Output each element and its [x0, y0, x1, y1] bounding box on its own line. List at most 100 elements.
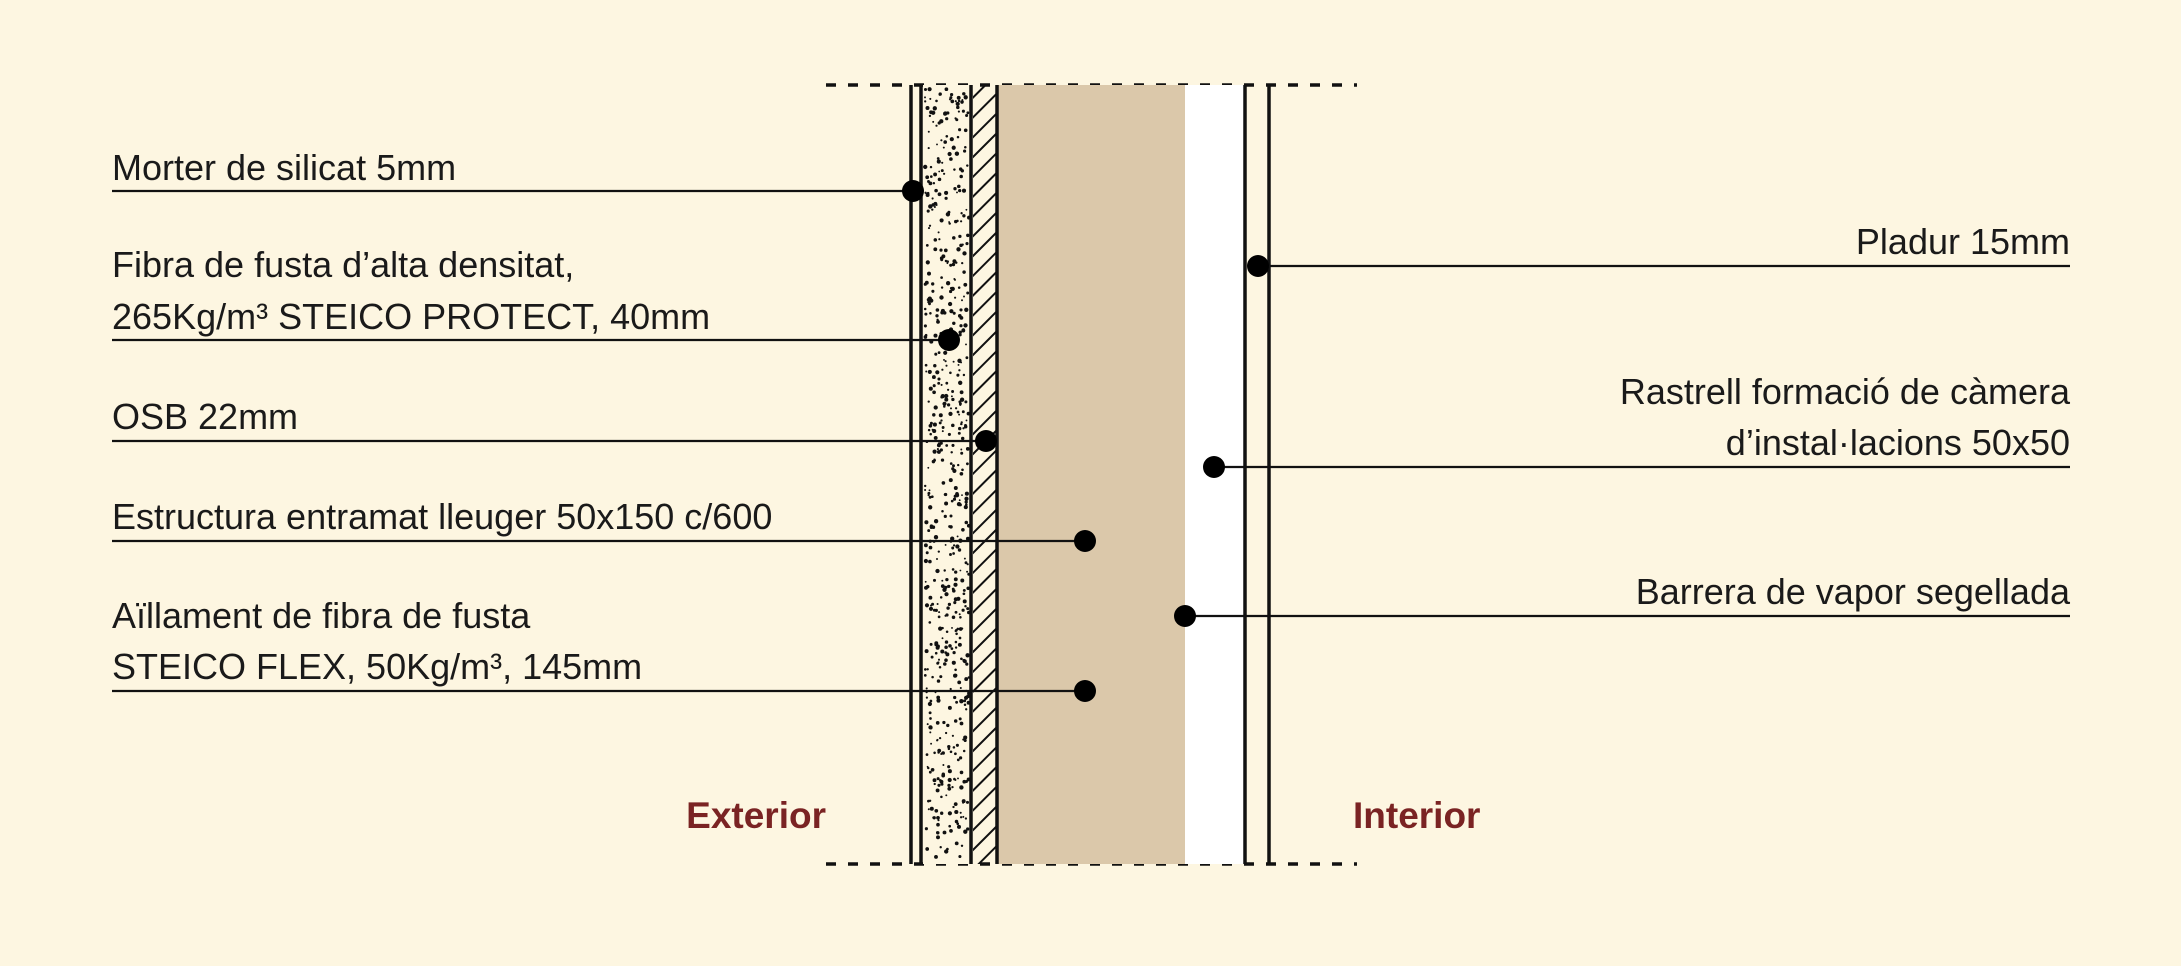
- stipple-dot: [951, 568, 955, 571]
- stipple-dot: [929, 699, 933, 703]
- stipple-dot: [966, 607, 970, 611]
- stipple-dot: [965, 113, 969, 118]
- stipple-dot: [949, 829, 953, 833]
- stipple-dot: [964, 424, 968, 428]
- stipple-dot: [959, 471, 964, 476]
- stipple-dot: [964, 500, 968, 504]
- stipple-dot: [943, 569, 946, 572]
- stipple-dot: [941, 430, 944, 433]
- stipple-dot: [937, 377, 941, 381]
- stipple-dot: [932, 422, 937, 427]
- stipple-dot: [936, 835, 940, 840]
- stipple-dot: [936, 448, 939, 451]
- stipple-dot: [957, 548, 962, 552]
- stipple-dot: [935, 124, 938, 127]
- stipple-dot: [958, 188, 962, 193]
- stipple-dot: [933, 782, 936, 786]
- stipple-dot: [948, 824, 952, 828]
- stipple-dot: [944, 592, 949, 597]
- stipple-dot: [953, 719, 958, 723]
- stipple-dot: [958, 333, 962, 337]
- stipple-dot: [936, 739, 939, 742]
- stipple-dot: [964, 496, 969, 501]
- stipple-dot: [964, 520, 969, 525]
- stipple-dot: [944, 645, 948, 649]
- stipple-dot: [936, 159, 941, 164]
- stipple-dot: [959, 785, 964, 790]
- stipple-dot: [940, 782, 944, 786]
- stipple-dot: [947, 811, 952, 816]
- stipple-dot: [935, 99, 938, 103]
- stipple-dot: [945, 652, 950, 657]
- leader-dot-osb: [975, 430, 997, 452]
- stipple-dot: [942, 172, 946, 175]
- stipple-dot: [923, 324, 927, 328]
- stipple-dot: [927, 227, 931, 230]
- stipple-dot: [959, 811, 962, 814]
- stipple-dot: [958, 426, 962, 431]
- stipple-dot: [944, 360, 947, 363]
- stipple-dot: [962, 270, 966, 274]
- stipple-dot: [965, 662, 969, 666]
- stipple-dot: [932, 428, 937, 434]
- stipple-dot: [937, 192, 942, 197]
- stipple-dot: [929, 642, 933, 646]
- stipple-dot: [965, 708, 968, 711]
- stipple-dot: [948, 525, 951, 528]
- stipple-dot: [962, 749, 966, 753]
- stipple-dot: [965, 503, 968, 506]
- stipple-dot: [928, 302, 931, 306]
- stipple-dot: [931, 459, 936, 464]
- stipple-dot: [954, 752, 957, 756]
- stipple-dot: [947, 210, 951, 214]
- stipple-dot: [936, 157, 940, 160]
- stipple-dot: [944, 397, 949, 402]
- stipple-dot: [931, 289, 935, 293]
- label-rastrell-line2: d’instal·lacions 50x50: [1726, 422, 2070, 463]
- label-aillament-line2: STEICO FLEX, 50Kg/m³, 145mm: [112, 646, 642, 687]
- stipple-dot: [962, 373, 966, 377]
- stipple-dot: [962, 592, 966, 596]
- stipple-dot: [957, 777, 959, 780]
- stipple-dot: [959, 816, 963, 819]
- stipple-dot: [959, 616, 962, 619]
- stipple-dot: [960, 436, 965, 441]
- stipple-dot: [951, 785, 954, 789]
- stipple-dot: [942, 764, 945, 766]
- stipple-dot: [949, 96, 953, 100]
- stipple-dot: [940, 258, 944, 262]
- stipple-dot: [963, 738, 967, 743]
- stipple-dot: [925, 370, 928, 373]
- stipple-dot: [925, 193, 930, 197]
- stipple-dot: [966, 563, 969, 566]
- stipple-dot: [927, 808, 930, 811]
- stipple-dot: [958, 717, 962, 721]
- stipple-dot: [934, 808, 939, 813]
- stipple-dot: [954, 640, 958, 644]
- stipple-dot: [924, 100, 927, 103]
- stipple-dot: [951, 546, 955, 550]
- stipple-dot: [924, 363, 928, 367]
- stipple-dot: [935, 314, 939, 318]
- stipple-dot: [960, 169, 965, 173]
- stipple-dot: [934, 352, 938, 356]
- stipple-dot: [959, 308, 963, 312]
- stipple-dot: [928, 621, 932, 624]
- stipple-dot: [958, 636, 962, 640]
- stipple-dot: [927, 494, 930, 497]
- stipple-dot: [939, 675, 943, 679]
- stipple-dot: [962, 779, 967, 784]
- stipple-dot: [964, 677, 969, 682]
- stipple-dot: [938, 666, 942, 669]
- stipple-dot: [955, 743, 959, 747]
- stipple-dot: [947, 777, 952, 783]
- stipple-dot: [962, 588, 966, 592]
- stipple-dot: [929, 717, 932, 720]
- stipple-dot: [947, 747, 951, 751]
- leader-dot-morter: [902, 180, 924, 202]
- label-rastrell-line1: Rastrell formació de càmera: [1620, 371, 2071, 412]
- stipple-dot: [940, 458, 945, 462]
- stipple-dot: [930, 742, 933, 745]
- stipple-dot: [936, 143, 938, 146]
- stipple-dot: [940, 286, 944, 289]
